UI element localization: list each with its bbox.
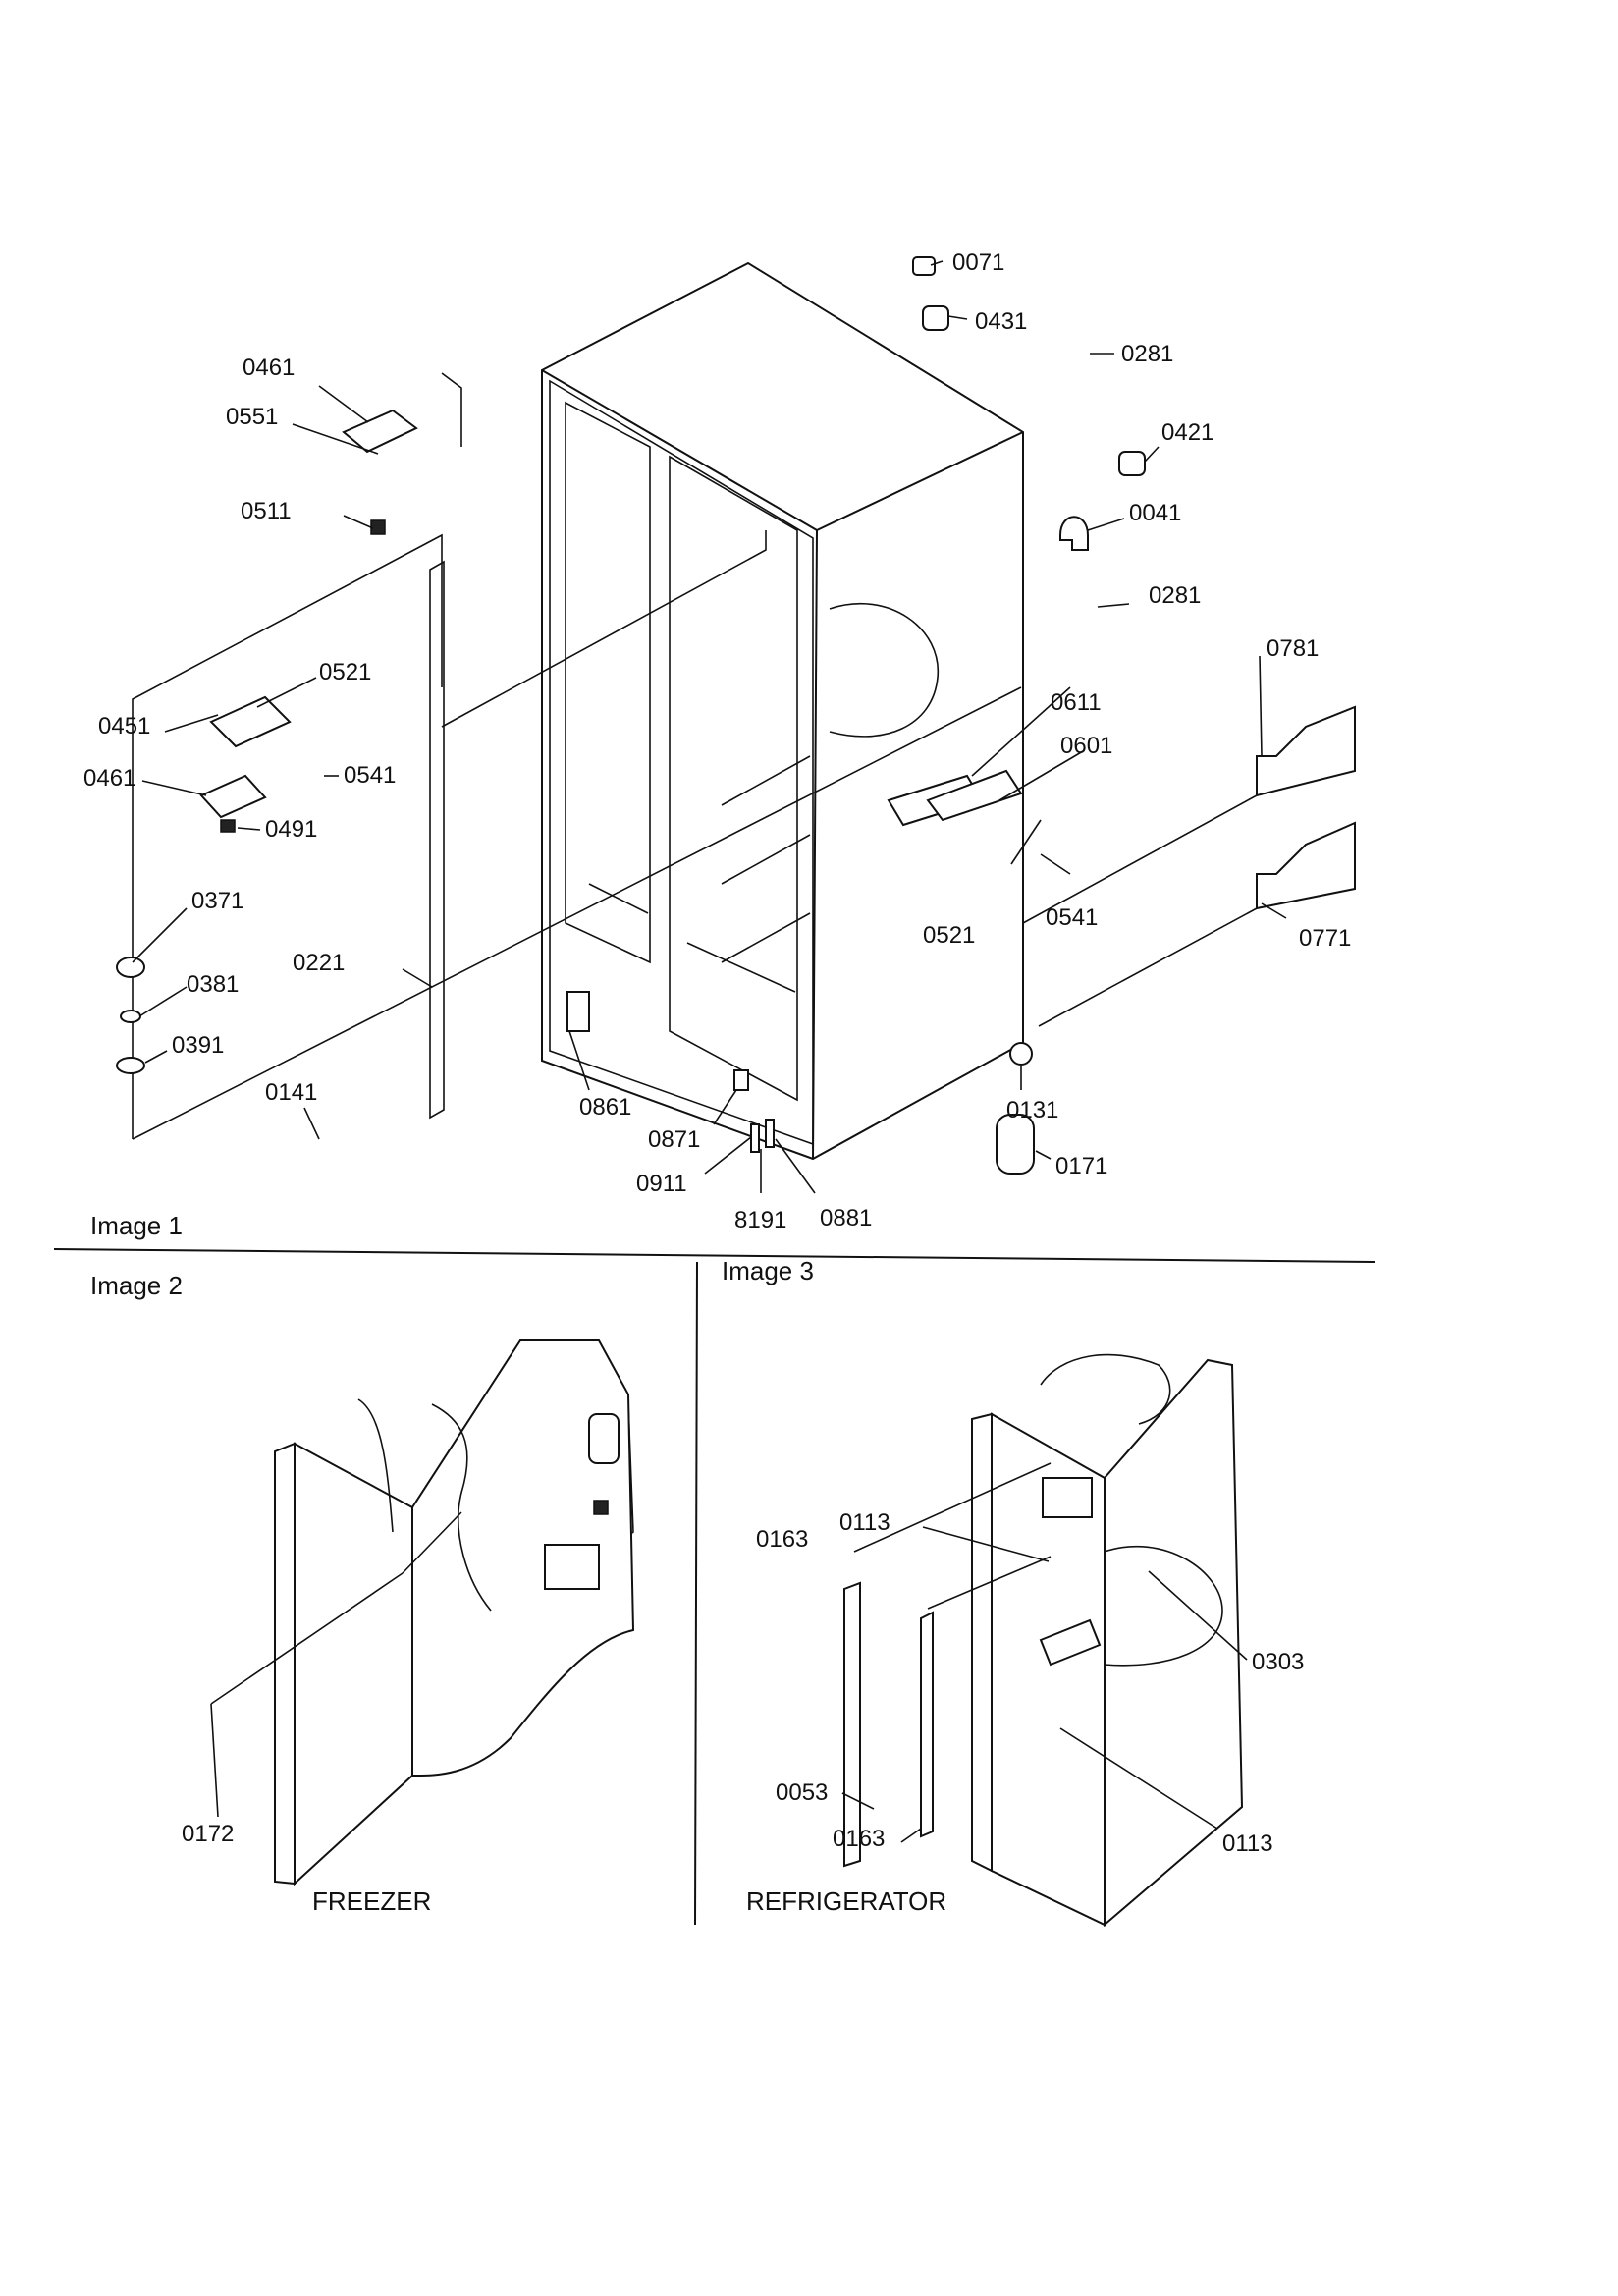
callout-0163: 0163 <box>756 1526 808 1553</box>
callout-0861: 0861 <box>579 1094 631 1121</box>
callout-0611: 0611 <box>1051 689 1102 716</box>
callout-0391: 0391 <box>172 1032 224 1059</box>
callout-0131: 0131 <box>1006 1097 1058 1123</box>
callout-0491: 0491 <box>265 816 317 843</box>
callout-0511: 0511 <box>241 498 292 524</box>
image3-callouts: 0113 0163 0303 0053 0163 0113 <box>756 1509 1304 1857</box>
freezer-label: FREEZER <box>312 1886 431 1916</box>
callout-0881: 0881 <box>820 1205 872 1231</box>
callout-0303: 0303 <box>1252 1649 1304 1675</box>
callout-0171: 0171 <box>1055 1153 1107 1179</box>
callout-0781: 0781 <box>1267 635 1319 662</box>
section-divider-horizontal <box>53 1248 1375 1263</box>
callout-0551: 0551 <box>226 404 278 430</box>
callout-0771: 0771 <box>1299 925 1351 952</box>
callout-0871: 0871 <box>648 1126 700 1153</box>
callout-0371: 0371 <box>191 888 243 914</box>
callout-0141: 0141 <box>265 1079 317 1106</box>
callout-0541: 0541 <box>344 762 396 789</box>
callout-0601: 0601 <box>1060 733 1112 759</box>
section-divider-vertical <box>694 1261 698 1926</box>
callout-0461: 0461 <box>243 355 295 381</box>
callout-0281-b: 0281 <box>1149 582 1201 609</box>
refrigerator-label: REFRIGERATOR <box>746 1886 946 1916</box>
callout-0053: 0053 <box>776 1779 828 1806</box>
callout-0221: 0221 <box>293 950 345 976</box>
callout-0421: 0421 <box>1161 419 1214 446</box>
image1-callouts: 0071 0431 0281 0421 0041 0281 0461 0551 … <box>83 249 1351 1233</box>
callout-0451: 0451 <box>98 713 150 739</box>
callout-0113-b: 0113 <box>1222 1831 1273 1857</box>
callout-8191: 8191 <box>734 1207 786 1233</box>
image3-refrigerator-drawing <box>841 1353 1248 1928</box>
callout-0521-b: 0521 <box>923 922 975 949</box>
callout-0281: 0281 <box>1121 341 1173 367</box>
callout-0172: 0172 <box>182 1821 234 1847</box>
image1-caption: Image 1 <box>90 1211 183 1240</box>
callout-0541-b: 0541 <box>1046 904 1098 931</box>
image3-caption: Image 3 <box>722 1256 814 1285</box>
callout-0163-b: 0163 <box>833 1826 885 1852</box>
callout-0461-b: 0461 <box>83 765 135 792</box>
callout-0071: 0071 <box>952 249 1004 276</box>
callout-0113: 0113 <box>839 1509 890 1536</box>
image1-cabinet-drawing <box>116 256 1356 1194</box>
callout-0431: 0431 <box>975 308 1027 335</box>
callout-0381: 0381 <box>187 971 239 998</box>
callout-0041: 0041 <box>1129 500 1181 526</box>
image2-freezer-drawing <box>210 1339 635 1886</box>
callout-0911: 0911 <box>636 1171 687 1197</box>
image2-caption: Image 2 <box>90 1271 183 1300</box>
callout-0521: 0521 <box>319 659 371 685</box>
